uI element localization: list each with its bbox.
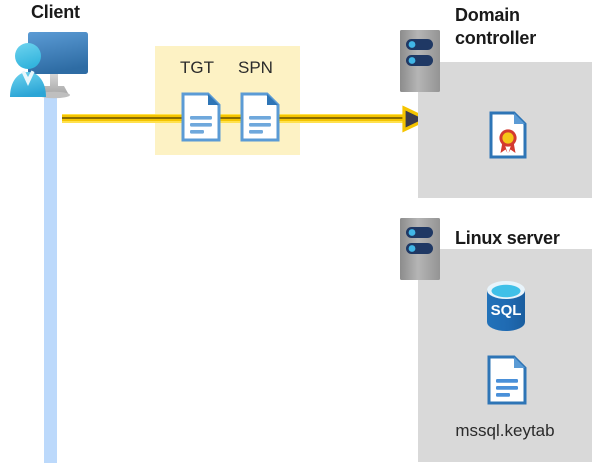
spn-label: SPN: [238, 58, 273, 77]
request-arrow-line: [62, 114, 410, 123]
client-title: Client: [31, 2, 80, 22]
linux-server-title: Linux server: [455, 228, 560, 248]
domain-controller-server-rack-icon: [400, 30, 440, 92]
request-arrow-head-icon: [398, 103, 431, 135]
domain-controller-title: Domain controller: [455, 5, 537, 48]
sql-database-icon: SQL: [484, 280, 528, 332]
linux-server-rack-icon: [400, 218, 440, 280]
keytab-document-icon: [487, 355, 527, 405]
keytab-filename-label: mssql.keytab: [455, 421, 555, 440]
certificate-document-icon: [489, 111, 527, 159]
tgt-document-icon: [181, 92, 221, 142]
tgt-label: TGT: [180, 58, 214, 77]
spn-document-icon: [240, 92, 280, 142]
client-lifeline-bar: [44, 92, 57, 463]
sql-badge-text: SQL: [491, 302, 522, 319]
client-user-monitor-icon: [6, 24, 98, 102]
